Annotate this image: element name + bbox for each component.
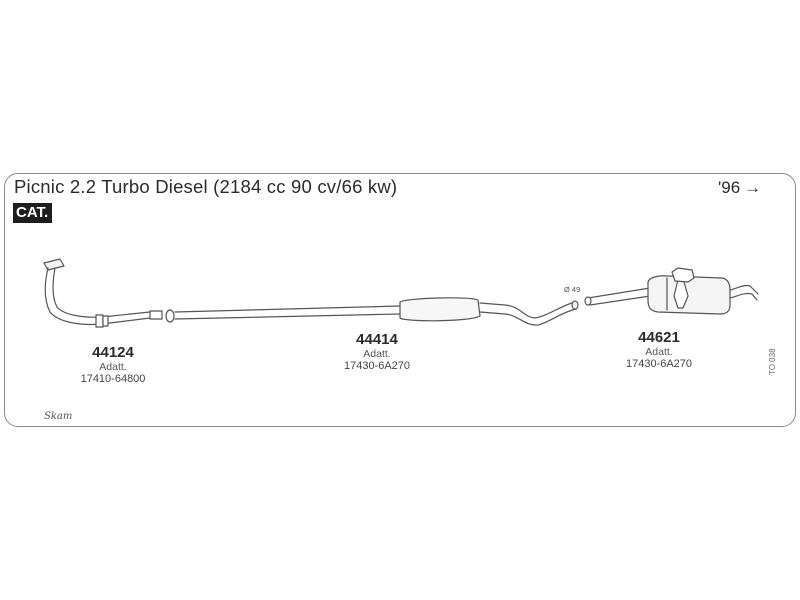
vehicle-title: Picnic 2.2 Turbo Diesel (2184 cc 90 cv/6… — [14, 176, 398, 197]
part-number: 44124 — [92, 344, 134, 361]
part-number: 44621 — [638, 329, 680, 346]
diameter-label: Ø 49 — [564, 285, 581, 294]
right-arrow-icon: → — [744, 178, 762, 197]
part-adatt: Adatt. — [363, 348, 391, 360]
part-number: 44414 — [356, 331, 398, 348]
mid-pipe-44414 — [174, 297, 579, 326]
model-year-label: '96 — [718, 178, 741, 197]
rear-silencer-44621 — [584, 267, 759, 315]
brand-logo: Skam — [44, 411, 73, 422]
part-code: 17430-6A270 — [343, 360, 411, 372]
part-44414: 44414 Adatt. 17430-6A270 — [334, 332, 420, 373]
front-pipe-44124 — [43, 258, 175, 328]
part-adatt: Adatt. — [645, 346, 673, 358]
model-year: '96→ — [718, 178, 761, 198]
part-44621: 44621 Adatt. 17430-6A270 — [614, 330, 704, 371]
part-code: 17410-64800 — [80, 373, 146, 385]
reference-code: TO 038 — [768, 348, 777, 375]
part-code: 17430-6A270 — [625, 358, 693, 370]
part-44124: 44124 Adatt. 17410-64800 — [70, 345, 156, 386]
part-adatt: Adatt. — [99, 361, 127, 373]
cat-badge: CAT. — [13, 203, 53, 223]
